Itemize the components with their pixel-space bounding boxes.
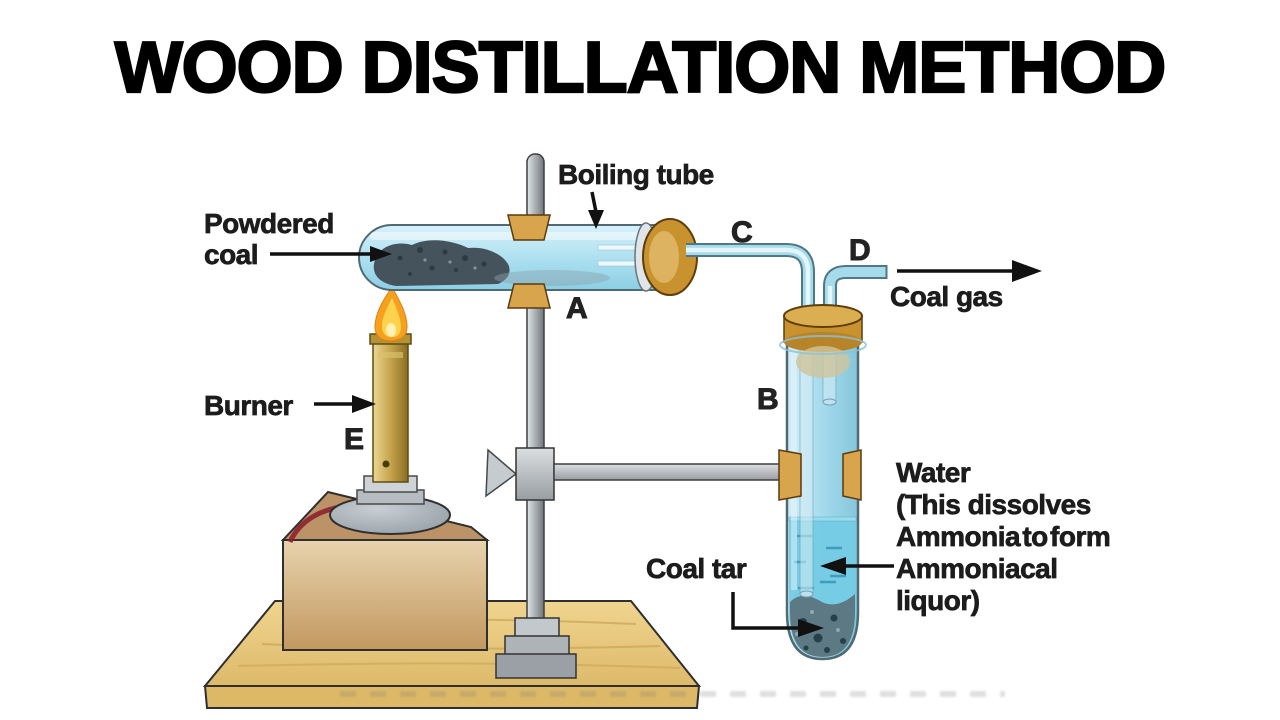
part-letter-e: E [344,423,364,456]
wood-grain-line [237,662,681,669]
box-front-face [282,539,488,651]
stand-base-tier-2 [504,635,570,657]
soot-smear [494,270,610,286]
label-coal-gas: Coal gas [890,281,1003,312]
inner-tube-c-opening [799,590,814,598]
label-boiling-tube: Boiling tube [558,159,714,190]
boiling-tube-arrow-line [590,191,598,213]
cork-underside-shadow [796,346,850,378]
tube-c-bore [686,247,811,324]
clamp-arm [553,463,793,481]
burner [329,286,451,535]
label-water-3: Ammonia to form [896,521,1110,552]
burner-tube [372,335,409,483]
coal-speckles [397,247,487,276]
glass-rim-flare [779,335,867,355]
cropped-caption-remnant [340,691,1005,697]
burner-air-hole [382,460,390,468]
coal-speckles-light [423,258,477,270]
water-surface [788,516,857,522]
label-water-1: Water [896,457,971,488]
label-water-2: (This dissolves [896,489,1091,520]
annotation-labels: Boiling tube Powdered coal Burner Coal g… [204,159,1111,617]
test-tube [778,304,867,661]
clamp-jaw-left [778,449,802,501]
burner-arrowhead [352,395,376,413]
burner-neck-band [378,352,403,358]
powdered-coal-arrowhead [370,246,392,262]
tube-d-glass [825,267,886,324]
table-front-edge [203,685,701,709]
powdered-coal-mass [373,240,510,286]
test-tube-cork-top [783,304,863,328]
label-water-5: liquor) [896,585,980,616]
flame-core [386,323,396,337]
clamp-wing-nut [485,448,518,498]
part-letter-b: B [757,383,779,416]
label-coal: coal [204,239,258,270]
stand-clamp-bottom [507,283,551,309]
coal-gas-arrowhead [1012,260,1042,282]
part-letter-d: D [849,234,871,267]
delivery-tube-c [686,243,815,324]
inner-tube-d-opening [822,398,837,406]
boiling-tube [358,214,698,309]
stand-clamp-top [507,214,551,241]
ammoniacal-arrowhead [820,557,846,575]
page-title: WOOD DISTILLATION METHOD [114,28,1168,108]
cork-face [649,231,679,283]
coal-tar-deposit [790,594,855,657]
annotation-arrows [270,191,1042,637]
clamp-boss [515,447,555,501]
label-powdered: Powdered [204,208,334,239]
label-water-4: Ammoniacal [896,553,1058,584]
inner-tube-c-segment [799,343,814,595]
glass-highlight [370,232,648,240]
part-letter-a: A [566,292,588,325]
coal-tar-arrowhead [798,619,824,637]
boiling-tube-arrowhead [588,210,604,229]
coal-tar-pointer-line [731,592,798,630]
label-burner: Burner [204,390,293,421]
clamp-jaw-right [842,449,862,501]
stand-base-tier-3 [495,653,577,679]
part-letter-c: C [731,216,753,249]
label-coal-tar: Coal tar [646,553,747,584]
stand-base-tier-1 [514,617,560,639]
